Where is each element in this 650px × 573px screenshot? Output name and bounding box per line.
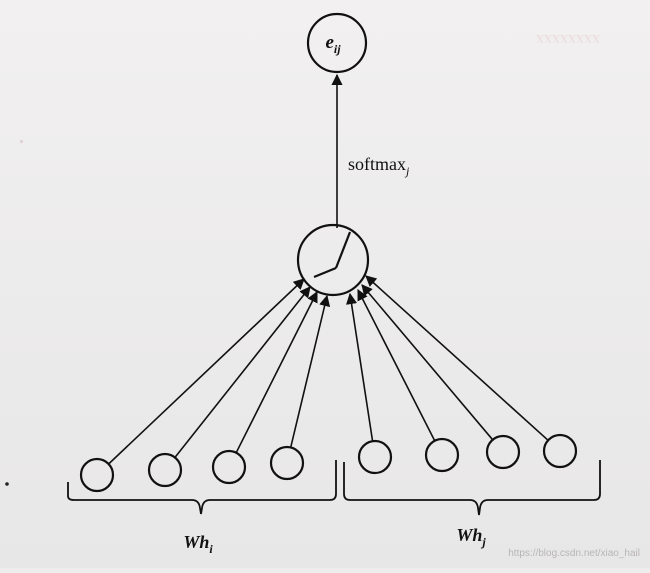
left-group-brace: [67, 460, 337, 515]
attention-unit: [296, 223, 370, 297]
bleed-through-background: xxxxxxxx: [20, 31, 600, 143]
right-group-label: Whj: [456, 525, 486, 549]
output-node-circle: [306, 12, 368, 74]
input-arrow: [365, 275, 549, 441]
input-arrow: [108, 278, 305, 465]
input-node: [79, 457, 115, 493]
input-edges: [108, 275, 549, 465]
softmax-label: softmaxj: [348, 154, 410, 178]
left-group-label: Whi: [183, 532, 213, 556]
input-arrow: [235, 290, 318, 454]
stray-dot: [5, 482, 9, 486]
svg-text:xxxxxxxx: xxxxxxxx: [536, 31, 600, 48]
input-arrow: [357, 289, 436, 442]
input-node: [485, 434, 521, 470]
output-node: eij: [306, 12, 368, 74]
input-node: [542, 433, 578, 469]
input-arrow: [174, 286, 311, 458]
input-arrow: [289, 294, 331, 448]
right-group-brace: [343, 460, 601, 516]
output-node-label: eij: [325, 32, 341, 56]
input-arrow: [345, 292, 374, 442]
input-node: [357, 439, 393, 475]
input-node: [269, 445, 305, 481]
input-nodes: [79, 433, 578, 493]
watermark-text: https://blog.csdn.net/xiao_hail: [508, 548, 640, 559]
input-arrow: [361, 284, 494, 441]
input-node: [424, 437, 460, 473]
input-node: [147, 452, 183, 488]
input-node: [211, 449, 247, 485]
attention-unit-circle: [296, 223, 370, 297]
clock-icon: [313, 231, 352, 279]
